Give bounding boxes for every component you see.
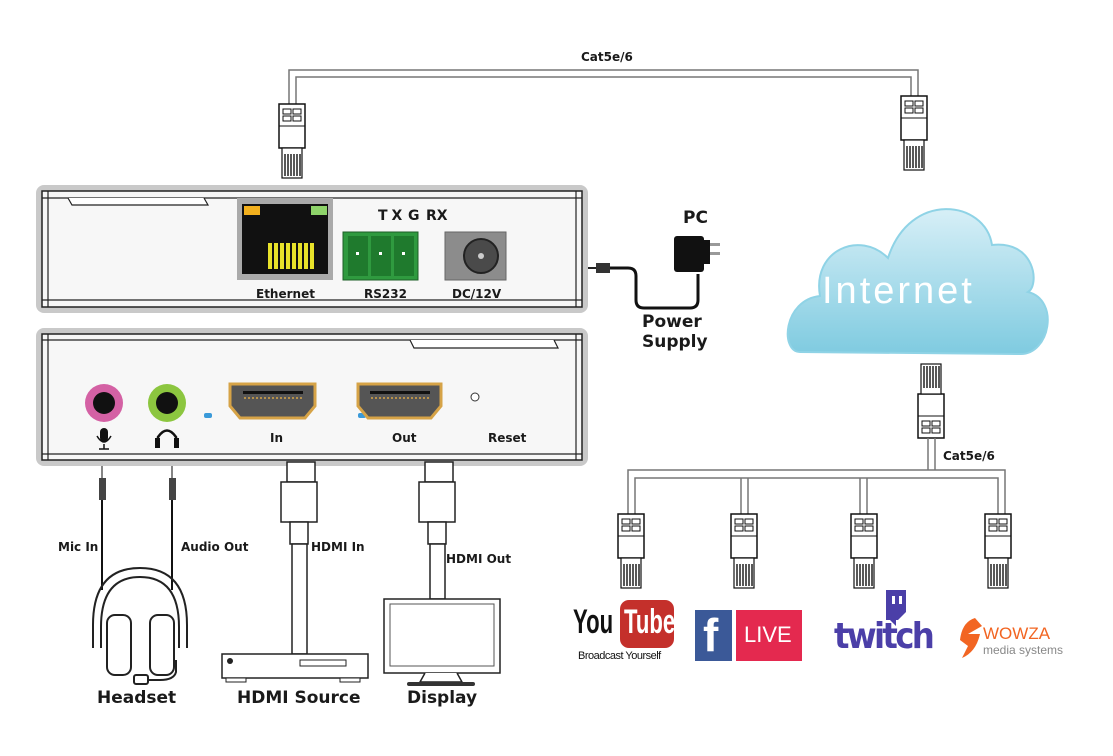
rj45-connector-youtube xyxy=(617,513,645,589)
distribution-cable xyxy=(627,438,1006,516)
facebook-live-word: LIVE xyxy=(744,622,792,647)
rs232-pin-tx: TX xyxy=(378,208,407,224)
reset-button[interactable] xyxy=(470,392,480,402)
audio-out-cable xyxy=(169,466,176,590)
internet-cloud xyxy=(786,208,1049,356)
rs232-pin-rx: RX xyxy=(426,208,448,224)
rs232-pin-g: G xyxy=(408,208,420,224)
youtube-word-you: You xyxy=(573,603,614,641)
top-cable-label: Cat5e/6 xyxy=(581,50,633,64)
rs232-label: RS232 xyxy=(364,287,407,301)
mic-in-label: Mic In xyxy=(58,540,99,554)
mic-jack xyxy=(85,384,123,422)
twitch-logo xyxy=(886,590,906,626)
power-adapter-icon xyxy=(674,236,720,272)
facebook-live-logo xyxy=(695,610,802,661)
headphones-icon xyxy=(155,429,179,448)
hdmi-out-port xyxy=(356,382,443,420)
headset-icon xyxy=(92,566,188,685)
ethernet-label: Ethernet xyxy=(256,287,315,301)
power-supply-label: Power Supply xyxy=(642,312,708,352)
hdmi-source-label: HDMI Source xyxy=(237,688,361,708)
display-label: Display xyxy=(407,688,478,708)
reset-label: Reset xyxy=(488,431,527,445)
wowza-word: WOWZA xyxy=(983,624,1051,643)
dc12v-label: DC/12V xyxy=(452,287,502,301)
hdmi-in-led xyxy=(204,413,212,418)
hdmi-source-icon xyxy=(221,653,369,683)
hdmi-out-label: HDMI Out xyxy=(446,552,512,566)
audio-out-jack xyxy=(148,384,186,422)
mic-cable xyxy=(99,466,106,590)
youtube-logo xyxy=(620,600,674,648)
rj45-connector-facebook xyxy=(730,513,758,589)
audio-out-label: Audio Out xyxy=(181,540,249,554)
twitch-word: twitch xyxy=(834,616,935,657)
rs232-terminal xyxy=(342,231,419,281)
headset-label: Headset xyxy=(97,688,177,708)
rj45-connector-device xyxy=(278,103,306,179)
hdmi-in-cable xyxy=(280,461,318,655)
hdmi-in-port-label: In xyxy=(270,431,284,445)
distribution-cable-label: Cat5e/6 xyxy=(943,449,995,463)
hdmi-out-port-label: Out xyxy=(392,431,417,445)
power-supply-line1: Power xyxy=(642,312,702,332)
rj45-connector-cloud xyxy=(900,95,928,171)
hdmi-out-cable xyxy=(418,461,456,600)
power-supply-line2: Supply xyxy=(642,332,708,352)
power-cable xyxy=(588,263,700,310)
ethernet-port xyxy=(237,198,333,280)
dc-power-jack xyxy=(444,231,507,281)
wowza-tagline: media systems xyxy=(983,643,1064,657)
rj45-connector-wowza xyxy=(984,513,1012,589)
hdmi-in-port xyxy=(228,382,317,420)
internet-label: Internet xyxy=(822,270,975,312)
youtube-tagline: Broadcast Yourself xyxy=(578,650,661,662)
rj45-connector-cloud-bottom xyxy=(918,364,944,438)
microphone-icon xyxy=(96,428,112,450)
rj45-connector-twitch xyxy=(850,513,878,589)
facebook-f: f xyxy=(703,609,719,661)
hdmi-in-label: HDMI In xyxy=(311,540,365,554)
display-icon xyxy=(383,598,501,686)
pc-label: PC xyxy=(683,208,708,228)
top-cable xyxy=(288,69,919,108)
wowza-logo-mark xyxy=(960,618,982,658)
youtube-word-tube: Tube xyxy=(624,603,676,641)
